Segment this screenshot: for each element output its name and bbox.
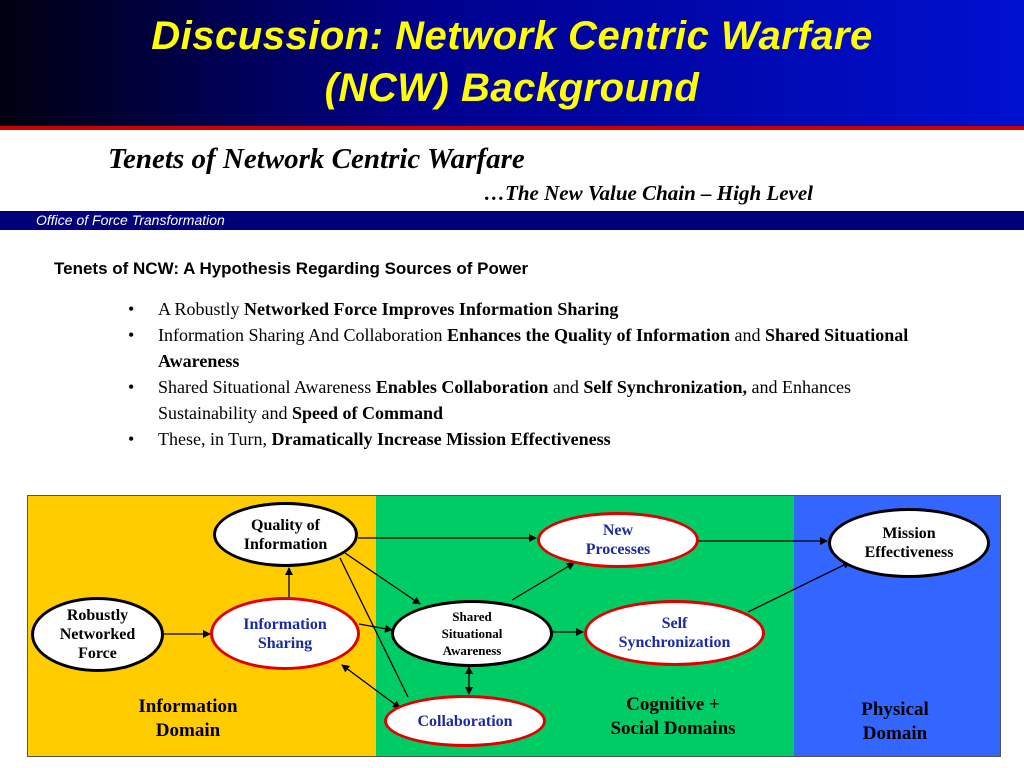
tenets-list: A Robustly Networked Force Improves Info…	[128, 296, 928, 452]
title-divider	[0, 126, 1024, 130]
title-banner: Discussion: Network Centric Warfare (NCW…	[0, 0, 1024, 128]
node-collaboration: Collaboration	[384, 695, 546, 747]
list-item: Information Sharing And Collaboration En…	[128, 322, 928, 374]
tagline: …The New Value Chain – High Level	[484, 181, 814, 205]
subtitle: Tenets of Network Centric Warfare	[108, 143, 525, 175]
list-item: Shared Situational Awareness Enables Col…	[128, 374, 928, 426]
office-label: Office of Force Transformation	[36, 212, 225, 228]
list-item: A Robustly Networked Force Improves Info…	[128, 296, 928, 322]
office-banner: Office of Force Transformation	[0, 211, 1024, 230]
list-item: These, in Turn, Dramatically Increase Mi…	[128, 426, 928, 452]
hypothesis-heading: Tenets of NCW: A Hypothesis Regarding So…	[54, 259, 529, 278]
cognitive-social-domain-label: Cognitive +Social Domains	[610, 694, 736, 739]
slide-title-line-2: (NCW) Background	[324, 66, 700, 110]
slide-title-line-1: Discussion: Network Centric Warfare	[151, 14, 873, 58]
